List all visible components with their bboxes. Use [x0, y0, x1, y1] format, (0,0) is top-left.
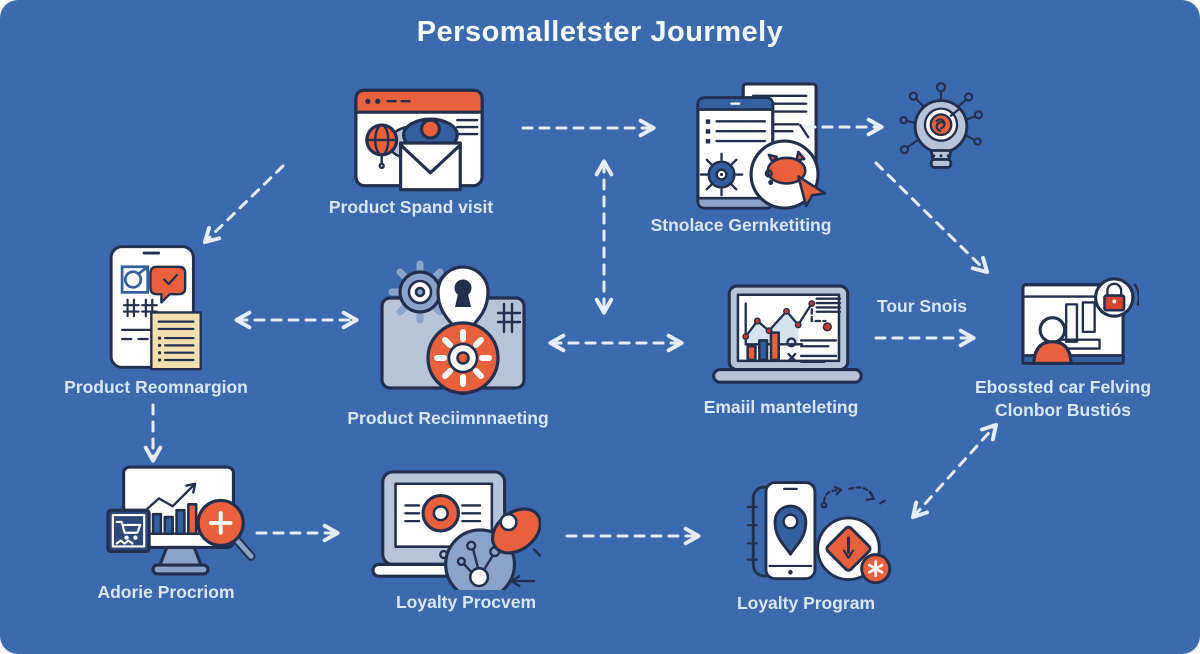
monitor-cart-magnifier-icon	[106, 465, 256, 576]
label-loyalty-laptop: Loyalty Procvem	[395, 592, 537, 612]
laptop-analytics-icon	[712, 284, 863, 384]
node-loyalty-laptop	[369, 467, 542, 601]
tablet-note-icon	[109, 245, 202, 371]
connector-program-to-customer	[910, 422, 999, 520]
phone-pin-diamond-icon	[746, 481, 892, 585]
label-product-recommendation: Product Reciimnnaeting	[347, 408, 549, 428]
node-loyalty-phone	[744, 478, 894, 590]
node-idea	[892, 80, 990, 185]
label-product-retargeting: Product Reomnargion	[64, 377, 248, 397]
node-product-visit	[338, 85, 502, 200]
page-title: Persomalletster Jourmely	[416, 16, 784, 48]
connector-visit-to-retargeting	[202, 164, 285, 245]
node-social-marketing	[682, 80, 830, 215]
label-social-marketing: Stnolace Gernketiting	[650, 215, 832, 235]
label-customer-service: Ebossted car Felving Clonbor Bustiós	[975, 376, 1151, 422]
document-cursor-icon	[696, 82, 827, 210]
gear-pin-icon	[380, 260, 526, 396]
node-product-retargeting	[100, 243, 210, 376]
label-product-visit: Product Spand visit	[328, 197, 494, 217]
node-analytics	[104, 461, 256, 584]
node-email-marketing	[702, 282, 872, 399]
browser-email-icon	[354, 88, 484, 192]
node-product-recommendation	[368, 258, 538, 403]
label-customer-service-line1: Ebossted car Felving	[974, 377, 1152, 397]
monitor-person-lock-icon	[1021, 277, 1141, 365]
laptop-target-network-icon	[371, 470, 542, 601]
label-loyalty-phone: Loyalty Program	[736, 593, 876, 613]
lightbulb-network-icon	[899, 82, 984, 169]
label-email-marketing: Emaiil manteleting	[703, 397, 859, 417]
node-customer-service	[1011, 271, 1141, 384]
label-tour-snois: Tour Snois	[876, 296, 968, 316]
label-analytics: Adorie Procriom	[97, 582, 235, 602]
label-customer-service-line2: Clonbor Bustiós	[994, 400, 1132, 421]
